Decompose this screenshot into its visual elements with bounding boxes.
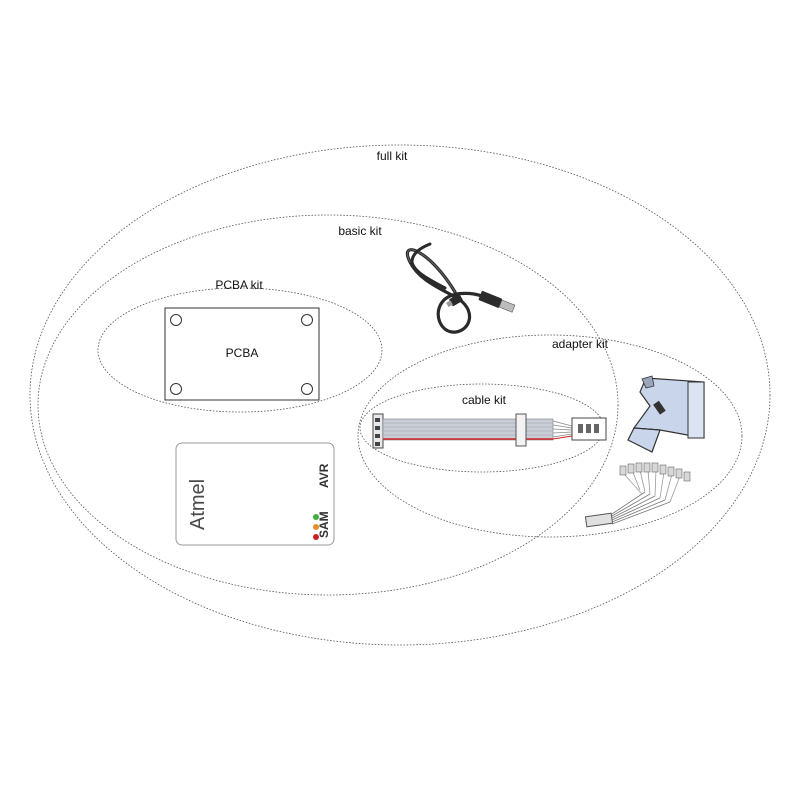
adapter-icon xyxy=(627,375,705,453)
led-green xyxy=(313,514,319,520)
basic-kit-label: basic kit xyxy=(338,224,382,238)
pcba-kit-ellipse xyxy=(97,287,383,413)
squid-cable-icon xyxy=(584,462,691,528)
mount-hole xyxy=(170,314,182,326)
mount-hole xyxy=(301,314,313,326)
led-orange xyxy=(313,524,319,530)
adapter-kit-ellipse xyxy=(357,334,743,538)
basic-kit-ellipse xyxy=(37,214,619,596)
atmel-ice-device: Atmel AVR SAM xyxy=(175,442,335,546)
avr-label: AVR xyxy=(317,463,331,488)
mount-hole xyxy=(170,383,182,395)
pcba-board: PCBA xyxy=(164,307,320,401)
sam-label: SAM xyxy=(317,511,331,538)
cable-kit-label: cable kit xyxy=(462,393,507,407)
pcba-kit-label: PCBA kit xyxy=(215,278,263,292)
led-red xyxy=(313,534,319,540)
full-kit-ellipse xyxy=(29,144,771,646)
pcba-label: PCBA xyxy=(226,346,259,360)
full-kit-label: full kit xyxy=(377,149,408,163)
mount-hole xyxy=(301,383,313,395)
adapter-kit-label: adapter kit xyxy=(552,337,609,351)
usb-cable-icon xyxy=(405,242,516,334)
atmel-logo: Atmel xyxy=(187,479,209,530)
ribbon-cable-icon xyxy=(372,413,607,449)
